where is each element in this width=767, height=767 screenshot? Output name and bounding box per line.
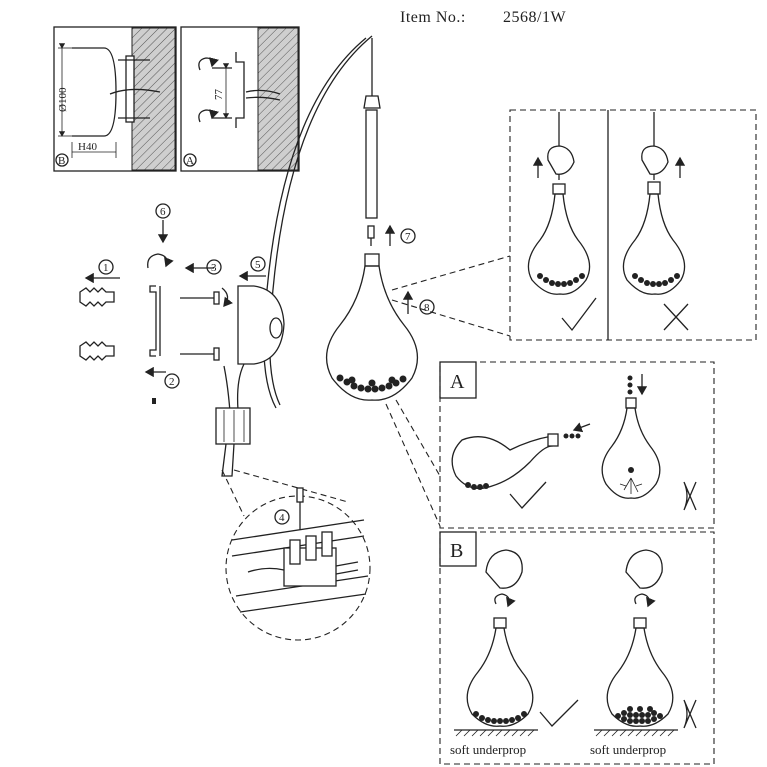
cross-mark-icon	[683, 481, 697, 511]
canopy-profile	[72, 47, 117, 137]
cable-adjust-panel	[391, 109, 757, 341]
cross-mark-icon	[663, 303, 689, 331]
panel-a-bead-filling: A	[385, 361, 715, 529]
svg-text:2: 2	[169, 376, 175, 388]
step-7: 7	[384, 224, 416, 246]
panel-a-letter: A	[450, 371, 465, 393]
rotate-arrow-icon	[198, 57, 219, 71]
wall-mount-exploded-view: 6 1 2 3 5	[79, 203, 285, 477]
rotate-arrow-icon	[494, 593, 516, 608]
hanging-tube	[365, 109, 378, 219]
svg-text:3: 3	[211, 262, 217, 274]
rotate-arrow-icon	[147, 253, 174, 269]
soft-underprop-correct: soft underprop	[450, 549, 579, 757]
main-glass-drop	[325, 253, 419, 401]
glass-beads	[336, 374, 407, 393]
rotate-arrow-icon	[198, 109, 219, 123]
item-number-label: Item No.:	[400, 9, 466, 26]
hand-icon	[547, 145, 575, 175]
check-mark-icon	[539, 699, 579, 727]
rotate-arrow-icon	[634, 593, 656, 608]
wall-canopy	[237, 285, 285, 365]
hand-icon	[625, 549, 663, 589]
terminal-zoom-detail: 4	[221, 469, 371, 641]
hand-icon	[485, 549, 523, 589]
cross-mark-icon	[683, 699, 697, 729]
check-mark-icon	[561, 297, 597, 332]
svg-text:4: 4	[279, 512, 285, 524]
upright-glass-wrong	[601, 374, 697, 511]
panel-b-letter: B	[450, 540, 463, 562]
hand-icon	[641, 145, 669, 175]
arc-rod	[263, 35, 381, 409]
correct-hang-example	[527, 112, 597, 332]
wall-plug	[79, 287, 115, 307]
height-dimension-label: H40	[78, 141, 97, 153]
item-number-header: Item No.: 2568/1W	[400, 9, 566, 26]
step-8: 8	[402, 290, 435, 315]
mounting-bracket	[149, 285, 157, 357]
detail-a-marker: A	[186, 155, 194, 167]
wall-section	[131, 27, 176, 171]
hole-spacing-label: 77	[213, 89, 225, 101]
svg-text:5: 5	[255, 259, 261, 271]
wall-plug	[79, 341, 115, 361]
svg-text:7: 7	[405, 231, 411, 243]
caption-left: soft underprop	[450, 742, 526, 757]
panel-b-soft-underprop: B soft underprop	[439, 531, 715, 765]
check-mark-icon	[509, 481, 547, 509]
svg-text:1: 1	[103, 262, 109, 274]
tilted-glass-correct	[451, 422, 591, 509]
terminal-block	[215, 407, 251, 445]
caption-right: soft underprop	[590, 742, 666, 757]
screw	[180, 291, 220, 305]
screw	[180, 347, 220, 361]
diameter-dimension-label: Ø100	[57, 87, 69, 112]
item-number-value: 2568/1W	[503, 9, 566, 26]
svg-text:8: 8	[424, 302, 430, 314]
svg-text:6: 6	[160, 206, 166, 218]
detail-a-spacing-box: 77 A	[180, 26, 300, 172]
detail-b-marker: B	[58, 155, 65, 167]
wrong-hang-example	[622, 112, 689, 331]
detail-b-dimension-box: Ø100 H40 B	[53, 26, 177, 172]
soft-underprop-wrong: soft underprop	[590, 549, 697, 757]
